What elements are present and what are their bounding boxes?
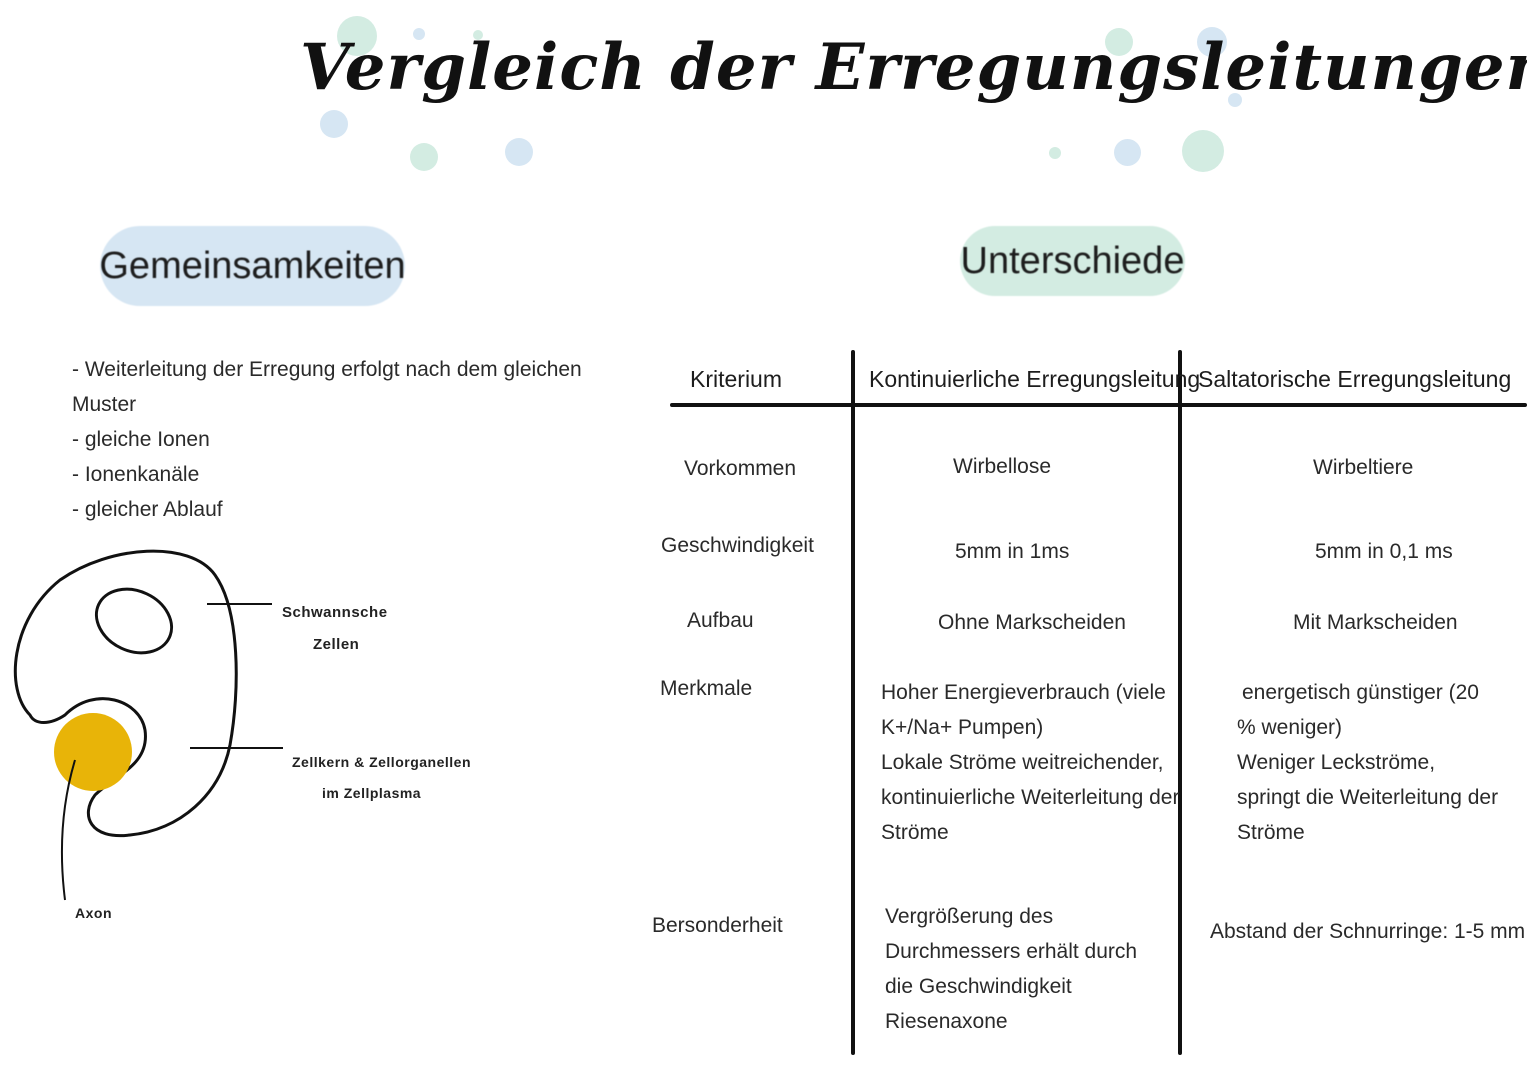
common-heading: Gemeinsamkeiten [99, 226, 406, 306]
row-criterion-structure: Aufbau [687, 609, 754, 632]
label-axon: Axon [75, 905, 112, 921]
features-line: springt die Weiterleitung der [1237, 786, 1499, 809]
axon-pointer-line [61, 759, 76, 901]
row-continuous-special: Vergrößerung des Durchmessers erhält dur… [885, 899, 1137, 1039]
row-saltatory-special: Abstand der Schnurringe: 1-5 mm [1210, 920, 1526, 943]
special-line: Durchmessers erhält durch [885, 940, 1138, 963]
common-list: - Weiterleitung der Erregung erfolgt nac… [72, 352, 582, 527]
features-line: % weniger) [1237, 716, 1343, 739]
label-schwann-2: Zellen [313, 636, 360, 653]
row-criterion-features: Merkmale [660, 677, 753, 700]
features-line: Ströme [881, 821, 949, 844]
special-line: Vergrößerung des [885, 905, 1054, 928]
label-organelles-2: im Zellplasma [322, 785, 422, 801]
row-criterion-speed: Geschwindigkeit [661, 534, 814, 557]
list-item: - gleiche Ionen [72, 428, 210, 451]
row-criterion-occurrence: Vorkommen [684, 457, 797, 480]
features-line: K+/Na+ Pumpen) [881, 716, 1044, 739]
features-line: Weniger Leckströme, [1237, 751, 1436, 774]
table-divider-1 [851, 350, 855, 1055]
features-line: Lokale Ströme weitreichender, [881, 751, 1164, 774]
list-item: - Ionenkanäle [72, 463, 200, 486]
features-line: Hoher Energieverbrauch (viele [881, 681, 1166, 704]
diff-heading: Unterschiede [960, 226, 1185, 296]
table-divider-2 [1178, 350, 1182, 1055]
row-saltatory-speed: 5mm in 0,1 ms [1315, 540, 1453, 563]
list-item: Muster [72, 393, 137, 416]
page-title: Vergleich der Erregungsleitungen [300, 30, 1527, 105]
schwann-cell-outline [13, 549, 238, 838]
row-criterion-special: Bersonderheit [652, 914, 783, 937]
special-line: Riesenaxone [885, 1010, 1008, 1033]
row-continuous-features: Hoher Energieverbrauch (viele K+/Na+ Pum… [881, 675, 1179, 850]
row-continuous-speed: 5mm in 1ms [955, 540, 1070, 563]
row-saltatory-occurrence: Wirbeltiere [1313, 456, 1414, 479]
table-header-criterion: Kriterium [690, 366, 783, 392]
table-header-rule [670, 403, 1527, 407]
schwann-cell-diagram [13, 549, 283, 901]
row-continuous-structure: Ohne Markscheiden [938, 611, 1126, 634]
features-line: kontinuierliche Weiterleitung der [881, 786, 1180, 809]
schwann-nucleus-outline [94, 587, 174, 655]
features-line: Ströme [1237, 821, 1305, 844]
row-saltatory-features: energetisch günstiger (20 % weniger) Wen… [1237, 675, 1498, 850]
special-line: die Geschwindigkeit [885, 975, 1072, 998]
row-continuous-occurrence: Wirbellose [953, 455, 1052, 478]
table-header-saltatory: Saltatorische Erregungsleitung [1198, 366, 1512, 392]
list-item: - Weiterleitung der Erregung erfolgt nac… [72, 358, 582, 381]
features-line: energetisch günstiger (20 [1242, 681, 1479, 704]
label-organelles: Zellkern & Zellorganellen [292, 754, 471, 770]
list-item: - gleicher Ablauf [72, 498, 223, 521]
row-saltatory-structure: Mit Markscheiden [1293, 611, 1458, 634]
label-schwann: Schwannsche [282, 604, 388, 621]
table-header-continuous: Kontinuierliche Erregungsleitung [869, 366, 1201, 392]
axon-circle [54, 713, 132, 791]
